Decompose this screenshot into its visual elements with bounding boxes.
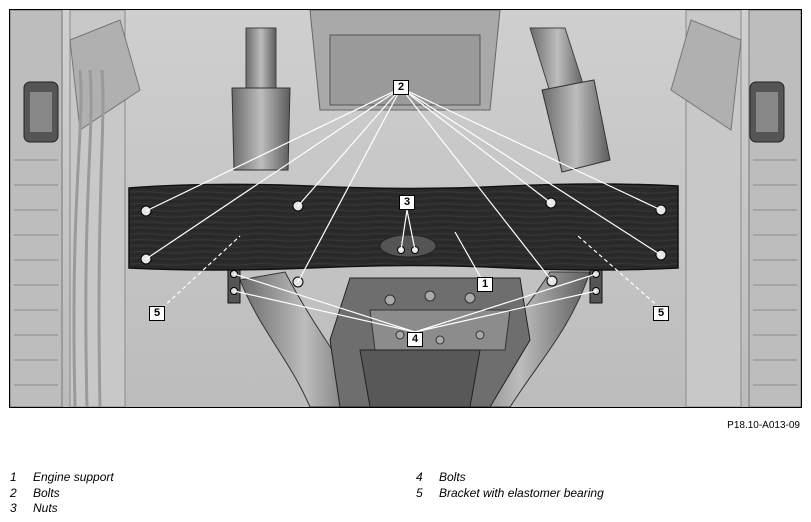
left-catalytic-converter [231,27,291,171]
callout-nuts: 3 [399,195,415,210]
leader-lines [145,87,662,333]
legend-number: 4 [416,470,423,484]
legend-item-engine-support: 1 Engine support [10,470,114,486]
transmission-housing [329,277,531,407]
legend-right-column: 4 Bolts 5 Bracket with elastomer bearing [416,470,604,501]
right-catalytic-converter [529,27,611,173]
callout-engine-support: 1 [477,277,493,292]
callout-bracket-left: 5 [149,306,165,321]
brake-lines [72,69,105,407]
legend-number: 1 [10,470,17,484]
legend-text: Engine support [33,470,114,484]
legend-item-nuts: 3 Nuts [10,501,114,517]
legend-item-bracket: 5 Bracket with elastomer bearing [416,486,604,502]
figure-id-code: P18.10-A013-09 [727,420,800,431]
legend-item-bolts: 2 Bolts [10,486,114,502]
left-side-rail [10,10,63,407]
engine-support [128,183,679,271]
undercarriage-illustration: 2 3 1 5 5 4 [9,9,802,408]
legend-number: 5 [416,485,423,500]
callout-bracket-right: 5 [653,306,669,321]
legend-number: 3 [10,501,17,515]
legend-number: 2 [10,485,17,500]
legend-text: Bolts [439,470,466,484]
callout-bolts-top: 2 [393,80,409,95]
legend-text: Nuts [33,501,58,515]
illustration-drawing [10,10,801,407]
left-bracket [227,264,241,304]
bracket-leader-lines [161,235,661,309]
legend-text: Bolts [33,485,60,500]
legend-left-column: 1 Engine support 2 Bolts 3 Nuts [10,470,114,517]
right-side-rail [748,10,801,407]
legend-item-bolts-4: 4 Bolts [416,470,604,486]
callout-bolts-bottom: 4 [407,332,423,347]
legend-text: Bracket with elastomer bearing [439,485,604,500]
